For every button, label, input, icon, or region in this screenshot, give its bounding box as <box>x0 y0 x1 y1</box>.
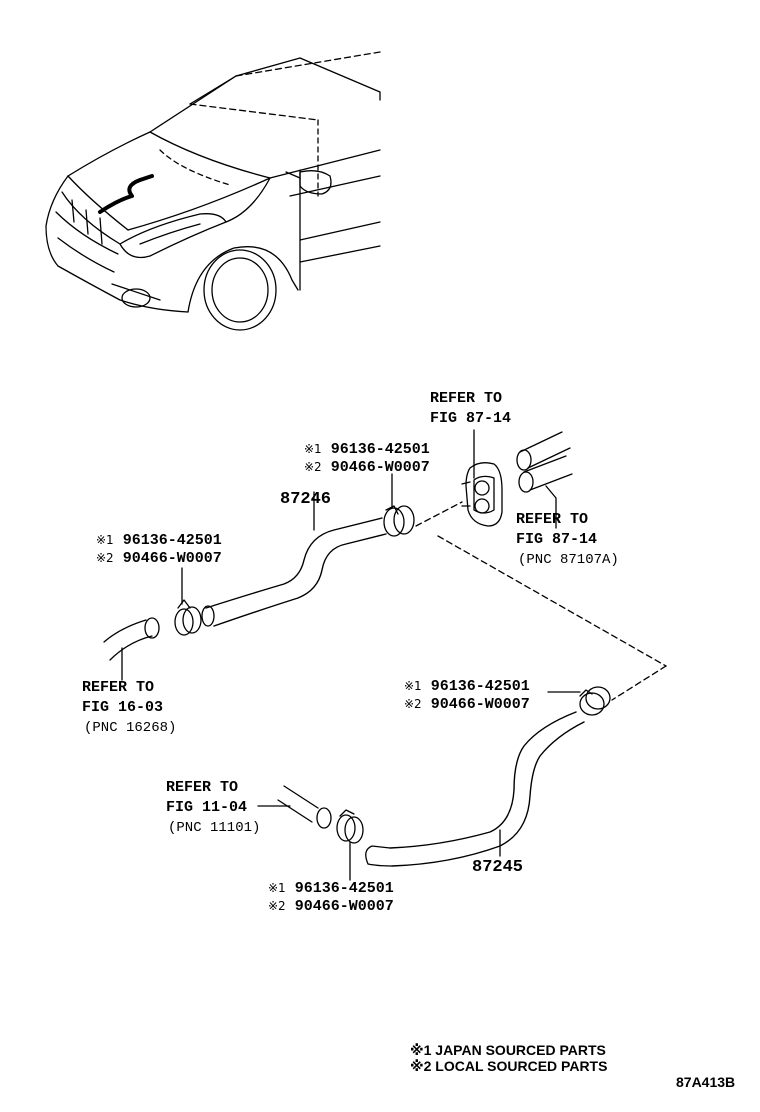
clamp-part-number[interactable]: ※2 90466-W0007 <box>96 548 222 569</box>
refer-label: REFER TO <box>166 779 239 796</box>
grille-top <box>61 191 121 245</box>
part-number: 96136-42501 <box>430 678 530 695</box>
part-number: 90466-W0007 <box>430 696 530 713</box>
refer-label: REFER TO <box>516 511 589 528</box>
grille-mid <box>55 211 119 255</box>
part-number-upper-hose[interactable]: 87246 <box>280 490 332 509</box>
note-mark: ※2 <box>96 551 114 565</box>
hood-edge-right <box>127 177 271 231</box>
roof-line <box>189 57 301 105</box>
hood-edge-left <box>67 131 151 177</box>
part-number: 90466-W0007 <box>330 459 430 476</box>
hose-location-mark <box>98 174 154 214</box>
legend-japan-sourced: ※1 JAPAN SOURCED PARTS <box>410 1042 606 1058</box>
grille-low <box>57 237 115 273</box>
car-illustration <box>45 51 381 331</box>
grille-bars <box>71 199 103 245</box>
clamp-part-number[interactable]: ※2 90466-W0007 <box>404 694 530 715</box>
side-mirror <box>299 170 332 195</box>
refer-label: REFER TO <box>430 390 503 407</box>
front-wheel-rim <box>211 257 269 323</box>
front-bumper <box>45 175 189 313</box>
heater-pipes <box>516 431 573 493</box>
lower-clamp-upper <box>579 686 611 716</box>
body-crease <box>289 175 381 197</box>
note-mark: ※1 <box>404 679 422 693</box>
fog-lamp <box>121 288 151 308</box>
legend-local-sourced: ※2 LOCAL SOURCED PARTS <box>410 1058 608 1074</box>
front-wheel <box>203 249 277 331</box>
headlamp <box>119 213 227 259</box>
part-number: 90466-W0007 <box>122 550 222 567</box>
refer-label: REFER TO <box>82 679 155 696</box>
figure-code: 87A413B <box>676 1074 736 1090</box>
note-mark: ※2 <box>304 460 322 474</box>
side-skirt-upper <box>299 221 381 241</box>
clamp-part-number[interactable]: ※1 96136-42501 <box>404 676 530 697</box>
fender-line <box>225 177 271 223</box>
upper-clamp-right <box>383 505 415 537</box>
pnc-reference: (PNC 16268) <box>84 720 177 736</box>
headlamp-inner <box>139 223 201 245</box>
part-number: 96136-42501 <box>330 441 430 458</box>
figure-reference[interactable]: FIG 87-14 <box>516 531 598 548</box>
figure-reference[interactable]: FIG 16-03 <box>82 699 164 716</box>
note-mark: ※1 <box>96 533 114 547</box>
hood-rear <box>149 131 271 179</box>
cabin-line <box>299 57 381 101</box>
figure-reference[interactable]: FIG 11-04 <box>166 799 248 816</box>
note-mark: ※2 <box>404 697 422 711</box>
pnc-reference: (PNC 87107A) <box>518 552 619 568</box>
upper-assembly <box>103 429 667 701</box>
pnc-reference: (PNC 11101) <box>168 820 261 836</box>
lower-assembly <box>257 686 611 881</box>
lower-intake <box>111 283 161 301</box>
grommet <box>461 462 503 527</box>
note-mark: ※1 <box>304 442 322 456</box>
lower-clamp-lower <box>336 809 364 844</box>
side-skirt <box>299 245 381 263</box>
windshield-hidden <box>189 103 319 121</box>
note-mark: ※1 <box>268 881 286 895</box>
clamp-part-number[interactable]: ※2 90466-W0007 <box>268 896 394 917</box>
mirror-arm <box>285 171 301 179</box>
hood-front <box>67 175 129 231</box>
part-number: 90466-W0007 <box>294 898 394 915</box>
clamp-part-number[interactable]: ※1 96136-42501 <box>96 530 222 551</box>
clamp-part-number[interactable]: ※1 96136-42501 <box>304 439 430 460</box>
note-mark: ※2 <box>268 899 286 913</box>
part-number: 96136-42501 <box>122 532 222 549</box>
clamp-part-number[interactable]: ※2 90466-W0007 <box>304 457 430 478</box>
clamp-part-number[interactable]: ※1 96136-42501 <box>268 878 394 899</box>
wheel-arch <box>187 246 299 313</box>
part-number-lower-hose[interactable]: 87245 <box>472 858 524 877</box>
figure-reference[interactable]: FIG 87-14 <box>430 410 512 427</box>
roof-hidden-line <box>235 51 381 77</box>
part-number: 96136-42501 <box>294 880 394 897</box>
hood-hidden <box>159 149 231 186</box>
upper-clamp-left <box>174 599 202 636</box>
